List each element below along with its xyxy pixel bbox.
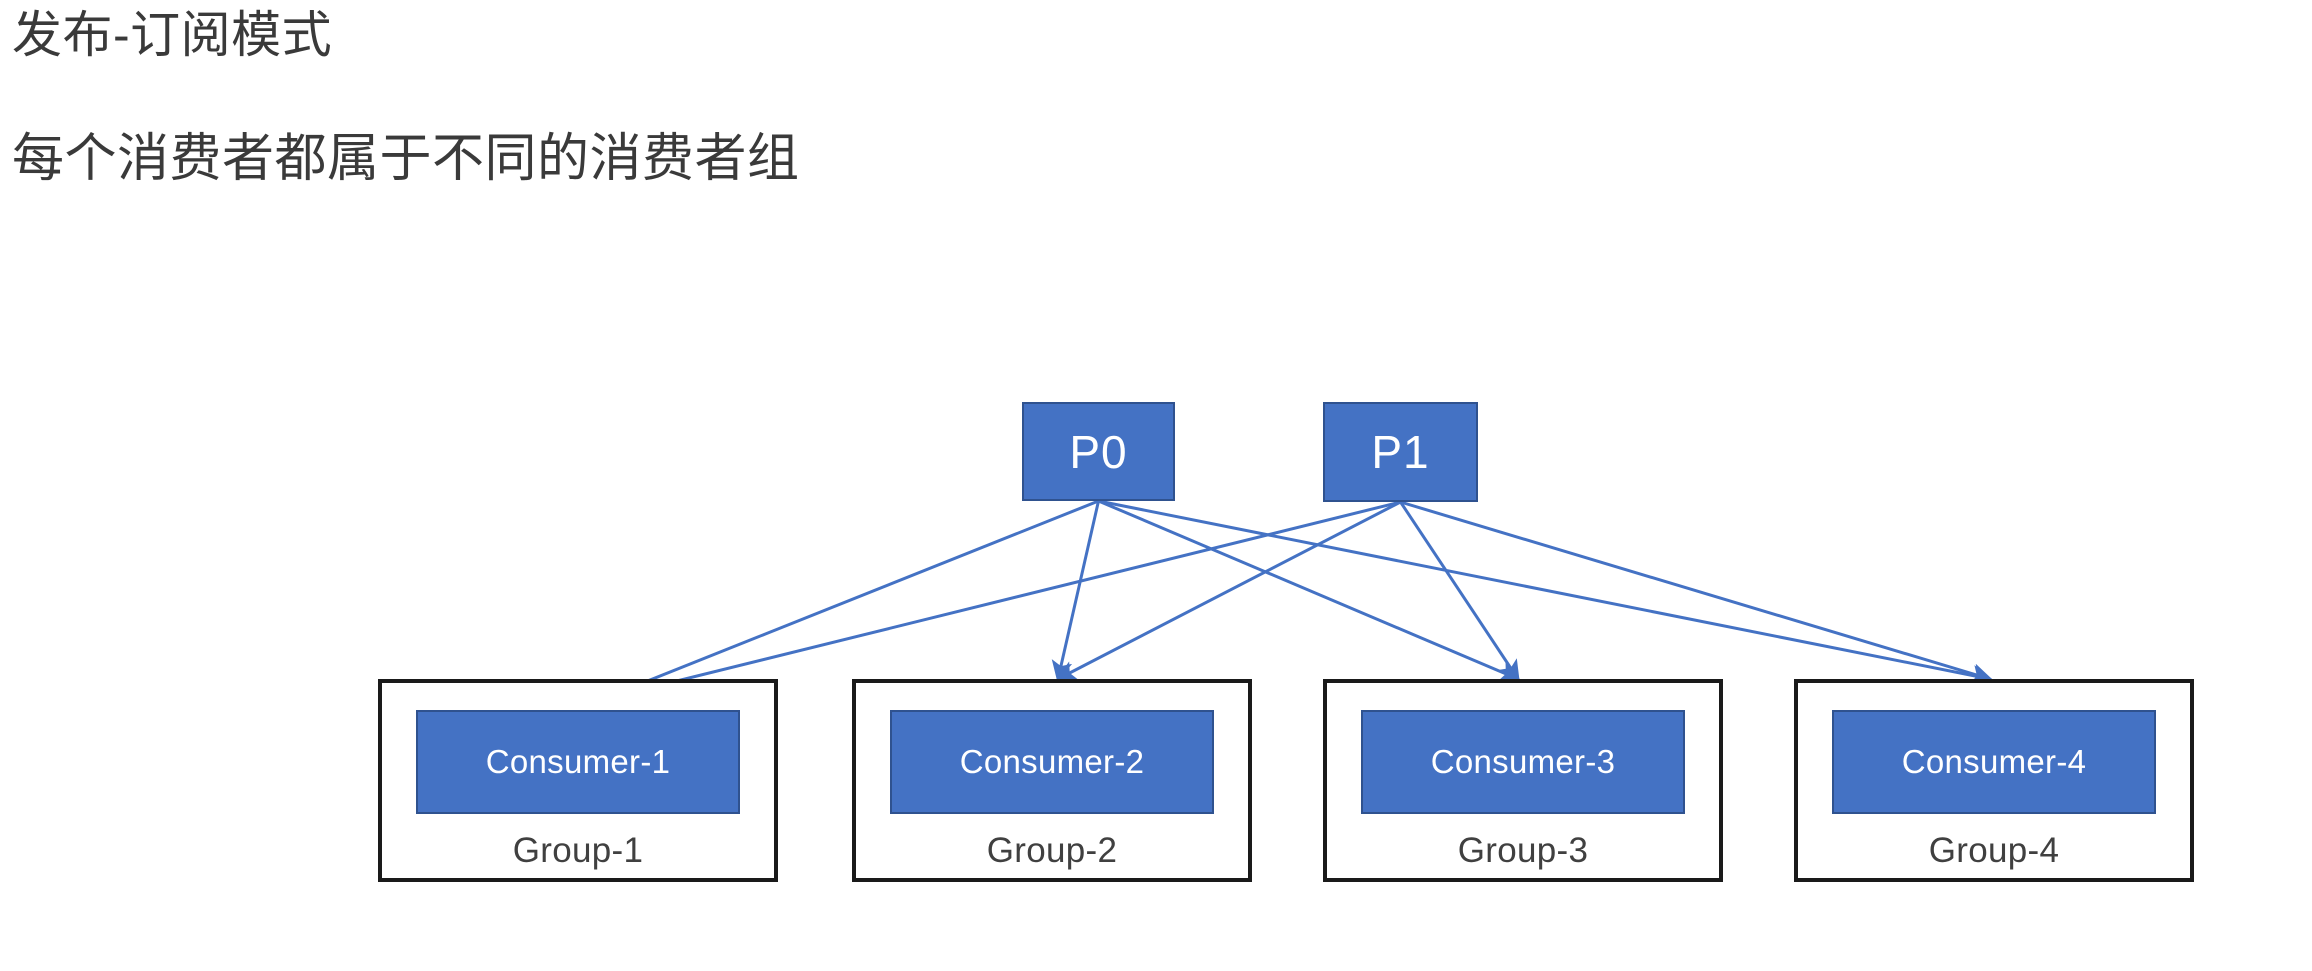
consumer-node-3-label: Consumer-3 bbox=[1430, 743, 1616, 780]
page-subtitle: 每个消费者都属于不同的消费者组 bbox=[12, 130, 800, 188]
edge-p1-to-g3 bbox=[1399, 501, 1520, 682]
producer-node-p1-label: P1 bbox=[1371, 426, 1430, 478]
consumer-node-1[interactable]: Consumer-1 bbox=[416, 710, 740, 814]
consumer-group-box-2[interactable]: Consumer-2 Group-2 bbox=[852, 679, 1252, 882]
page-title: 发布-订阅模式 bbox=[12, 7, 333, 63]
consumer-node-1-label: Consumer-1 bbox=[485, 743, 671, 780]
consumer-node-4[interactable]: Consumer-4 bbox=[1832, 710, 2156, 814]
edge-p1-to-g4 bbox=[1400, 500, 1993, 684]
consumer-group-box-1[interactable]: Consumer-1 Group-1 bbox=[378, 679, 778, 882]
consumer-node-2[interactable]: Consumer-2 bbox=[890, 710, 1214, 814]
producer-node-p0[interactable]: P0 bbox=[1022, 402, 1175, 501]
producer-node-p1[interactable]: P1 bbox=[1323, 402, 1478, 502]
edge-p0-to-g3 bbox=[1097, 499, 1521, 682]
group-label-3: Group-3 bbox=[1457, 831, 1589, 870]
producer-node-p0-label: P0 bbox=[1069, 425, 1128, 478]
group-label-1: Group-1 bbox=[512, 831, 644, 870]
consumer-node-2-label: Consumer-2 bbox=[959, 743, 1145, 780]
edge-p0-to-g4 bbox=[1098, 499, 1993, 686]
edge-p0-to-g2 bbox=[1051, 500, 1100, 682]
edge-p1-to-g2 bbox=[1055, 500, 1402, 681]
consumer-group-box-4[interactable]: Consumer-4 Group-4 bbox=[1794, 679, 2194, 882]
group-label-4: Group-4 bbox=[1928, 831, 2060, 870]
group-label-2: Group-2 bbox=[986, 831, 1118, 870]
edge-p0-to-g1 bbox=[597, 499, 1100, 704]
edge-lines bbox=[597, 499, 1993, 706]
consumer-group-box-3[interactable]: Consumer-3 Group-3 bbox=[1323, 679, 1723, 882]
consumer-node-3[interactable]: Consumer-3 bbox=[1361, 710, 1685, 814]
edge-p1-to-g1 bbox=[597, 500, 1401, 706]
consumer-node-4-label: Consumer-4 bbox=[1901, 743, 2087, 780]
